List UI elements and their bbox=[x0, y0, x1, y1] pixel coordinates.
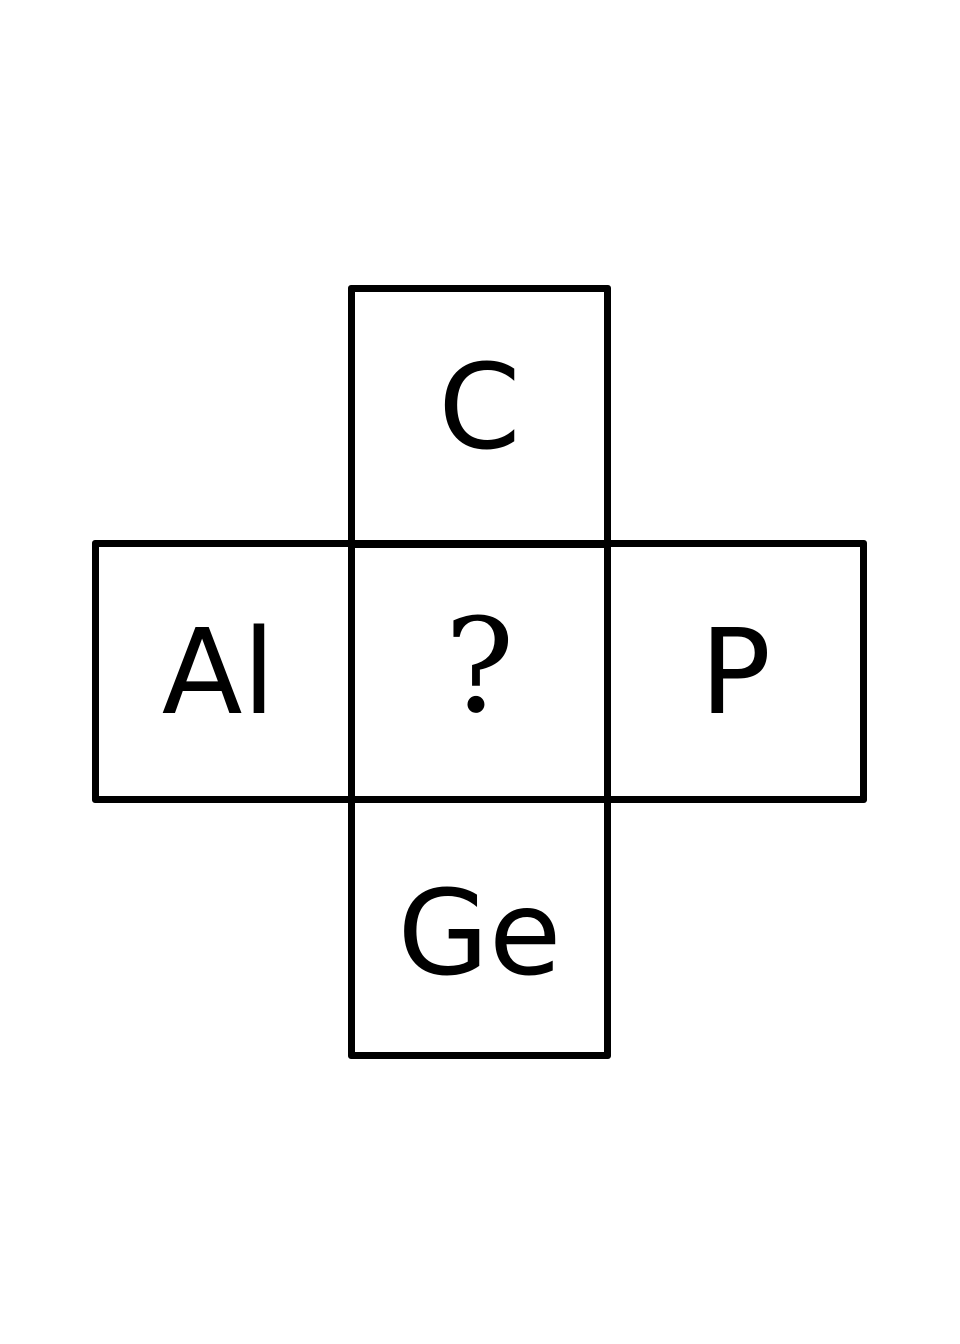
cell-left-symbol: Al bbox=[161, 602, 276, 741]
cell-top-symbol: C bbox=[438, 337, 521, 476]
cell-left: Al bbox=[92, 540, 355, 803]
cell-bottom-symbol: Ge bbox=[397, 863, 562, 1002]
cell-top: C bbox=[348, 285, 611, 548]
cell-right-symbol: P bbox=[699, 602, 772, 741]
cell-right: P bbox=[604, 540, 867, 803]
cell-center-question-mark: ? bbox=[444, 589, 515, 742]
cell-center: ? bbox=[348, 540, 611, 803]
cell-bottom: Ge bbox=[348, 796, 611, 1059]
